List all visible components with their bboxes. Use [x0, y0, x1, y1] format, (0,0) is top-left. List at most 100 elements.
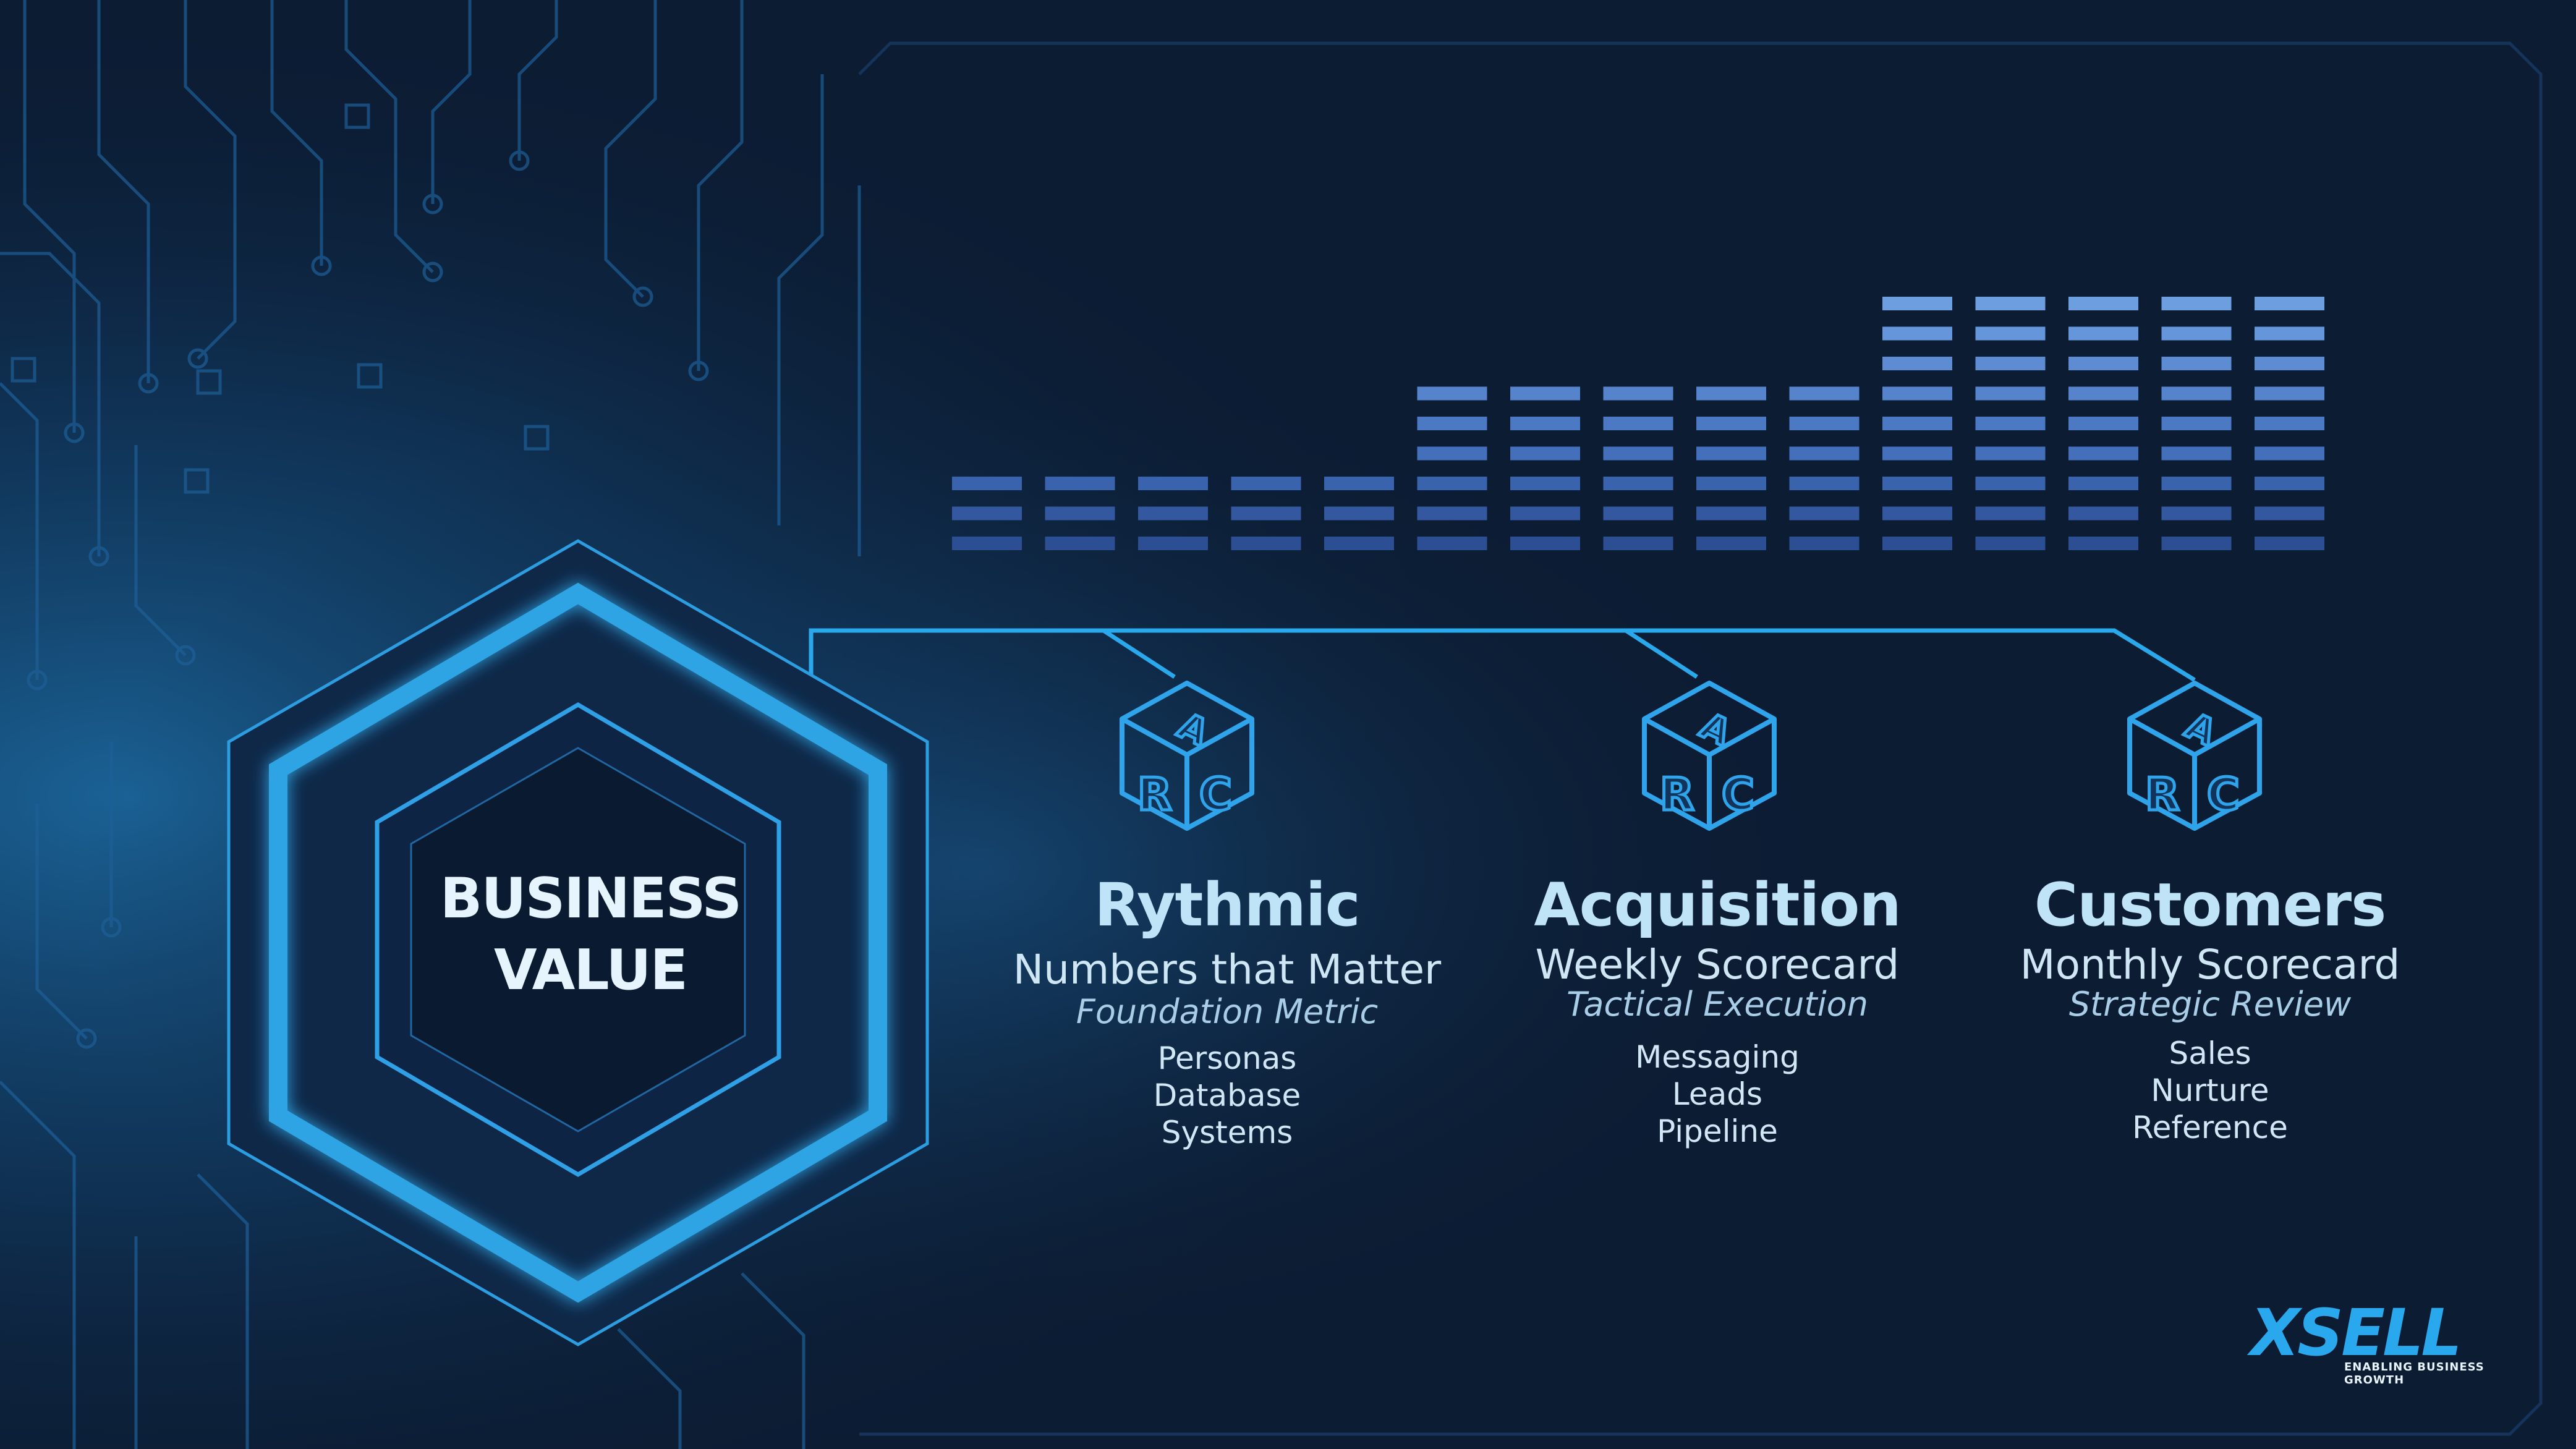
- bar-segment: [2255, 417, 2324, 430]
- bar-segment: [952, 537, 1022, 550]
- svg-text:R: R: [1137, 768, 1171, 820]
- bar-segment: [2161, 326, 2232, 341]
- svg-text:C: C: [2207, 768, 2240, 820]
- bar-segment: [1138, 477, 1208, 490]
- bar-segment: [2255, 386, 2324, 401]
- bar-segment: [1696, 477, 1766, 490]
- bar-segment: [2068, 446, 2138, 461]
- bar-segment: [2068, 357, 2138, 370]
- bar-segment: [1324, 477, 1394, 490]
- bar-segment: [2161, 506, 2232, 521]
- svg-text:C: C: [1199, 768, 1232, 820]
- bar-segment: [1138, 506, 1208, 521]
- bar-segment: [1510, 477, 1580, 490]
- bar-segment: [1045, 506, 1115, 521]
- bar-segment: [1975, 477, 2046, 490]
- list-item: Nurture: [2151, 1073, 2269, 1108]
- bar-segment: [2068, 506, 2138, 521]
- bar-segment: [1975, 386, 2046, 401]
- column-subtitle: Weekly Scorecard: [1535, 941, 1900, 988]
- arc-cube-icon: A R C: [1120, 681, 1254, 831]
- bar-segment: [2161, 417, 2232, 430]
- bar-segment: [1417, 537, 1487, 550]
- logo-word: XSELL: [2250, 1295, 2462, 1370]
- bar-segment: [1417, 477, 1487, 490]
- bar-segment: [1045, 477, 1115, 490]
- bar-segment: [1882, 297, 1952, 310]
- list-item: Database: [1153, 1077, 1301, 1113]
- column-tagline: Strategic Review: [2068, 985, 2352, 1024]
- column-title: Customers: [2034, 870, 2386, 940]
- bar-segment: [2161, 446, 2232, 461]
- column-title: Rythmic: [1094, 870, 1360, 940]
- column-tagline: Tactical Execution: [1566, 985, 1868, 1024]
- bar-segment: [1324, 506, 1394, 521]
- bar-segment: [1231, 506, 1301, 521]
- column-rythmic: Rythmic Numbers that Matter Foundation M…: [949, 870, 1505, 1151]
- column-acquisition: Acquisition Weekly Scorecard Tactical Ex…: [1439, 870, 1996, 1150]
- bar-segment: [1975, 506, 2046, 521]
- bar-segment: [1882, 326, 1952, 341]
- bar-segment: [1603, 386, 1673, 401]
- svg-text:C: C: [1722, 768, 1754, 820]
- list-item: Messaging: [1635, 1039, 1800, 1075]
- bar-segment: [2255, 506, 2324, 521]
- hexagon-title-line1: BUSINESS: [440, 866, 742, 931]
- bar-segment: [2161, 477, 2232, 490]
- bar-segment: [2161, 537, 2232, 550]
- bar-segment: [1324, 537, 1394, 550]
- bar-segment: [1603, 506, 1673, 521]
- bar-segment: [1510, 417, 1580, 430]
- business-value-hexagon: [227, 539, 929, 1346]
- bar-segment: [1882, 446, 1952, 461]
- bar-segment: [952, 506, 1022, 521]
- bar-segment: [1510, 506, 1580, 521]
- bar-segment: [1696, 417, 1766, 430]
- bar-segment: [1603, 446, 1673, 461]
- bar-segment: [2255, 477, 2324, 490]
- svg-text:R: R: [2145, 768, 2179, 820]
- bar-segment: [1975, 297, 2046, 310]
- bar-segment: [1882, 417, 1952, 430]
- bar-segment: [1789, 446, 1860, 461]
- logo-tagline: ENABLING BUSINESS GROWTH: [2344, 1361, 2485, 1387]
- bar-segment: [1789, 477, 1860, 490]
- svg-text:A: A: [2180, 704, 2223, 754]
- bar-segment: [1231, 477, 1301, 490]
- xsell-logo: XSELL ENABLING BUSINESS GROWTH: [2250, 1295, 2510, 1387]
- bar-segment: [1789, 417, 1860, 430]
- bar-segment: [1696, 506, 1766, 521]
- bar-segment: [1975, 537, 2046, 550]
- bar-segment: [1882, 477, 1952, 490]
- bar-segment: [2068, 537, 2138, 550]
- bar-segment: [1603, 477, 1673, 490]
- bar-segment: [2068, 417, 2138, 430]
- bar-segment: [1975, 326, 2046, 341]
- column-title: Acquisition: [1534, 870, 1901, 940]
- svg-text:A: A: [1172, 704, 1215, 754]
- bar-segment: [1975, 357, 2046, 370]
- bar-segment: [2068, 386, 2138, 401]
- bar-segment: [1417, 417, 1487, 430]
- bar-segment: [2068, 477, 2138, 490]
- hexagon-title: BUSINESS VALUE: [405, 863, 776, 1006]
- bar-segment: [1882, 386, 1952, 401]
- arc-cube-icon: A R C: [1642, 681, 1777, 831]
- bar-segment: [2255, 446, 2324, 461]
- list-item: Systems: [1161, 1115, 1293, 1150]
- list-item: Leads: [1672, 1076, 1763, 1112]
- bar-segment: [1138, 537, 1208, 550]
- bar-segment: [1696, 446, 1766, 461]
- bar-segment: [2255, 537, 2324, 550]
- bar-segment: [2161, 297, 2232, 310]
- list-item: Reference: [2132, 1110, 2288, 1145]
- bar-segment: [2068, 297, 2138, 310]
- bar-segment: [1417, 386, 1487, 401]
- bar-segment: [952, 477, 1022, 490]
- bar-segment: [2255, 357, 2324, 370]
- bar-segment: [1882, 357, 1952, 370]
- bar-segment: [2161, 386, 2232, 401]
- bar-segment: [1789, 386, 1860, 401]
- svg-text:R: R: [1660, 768, 1694, 820]
